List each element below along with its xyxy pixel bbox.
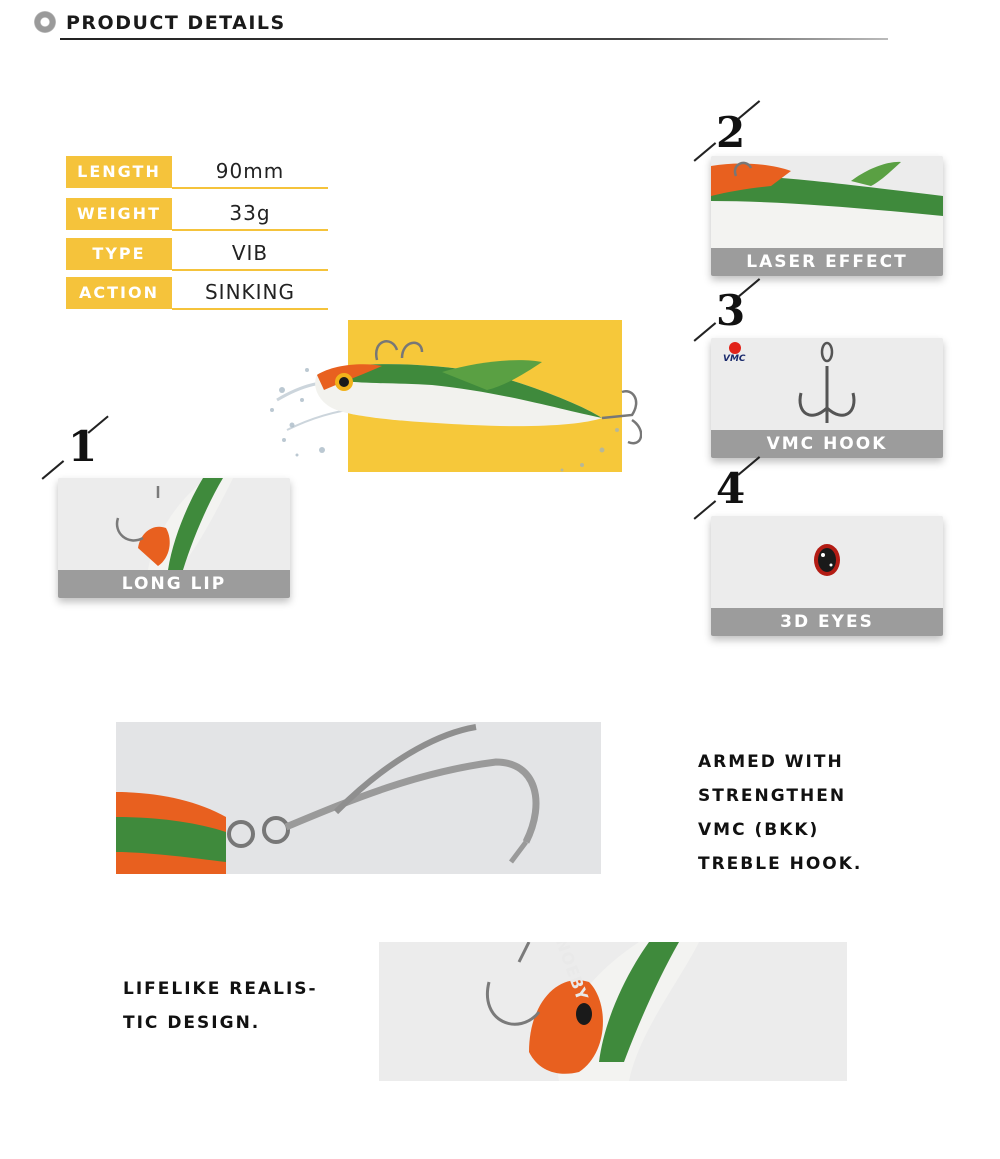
spec-row-type: TYPE VIB [66,238,328,272]
lure-head-drawing [379,942,847,1081]
callout-number-1: 1 [68,422,98,471]
caption-line: STRENGTHEN [698,786,847,806]
spec-value: VIB [231,241,269,265]
callout-slash [41,460,64,480]
spec-label: LENGTH [66,156,172,188]
vmc-hook-image [711,338,943,430]
lure-hero-image [270,340,642,472]
spec-underline [172,187,328,189]
lure-head-photo: NOEBY [379,942,847,1081]
spec-underline [172,308,328,310]
caption-line: LIFELIKE REALIS- [123,979,318,999]
caption-line: TIC DESIGN. [123,1013,261,1033]
callout-label: VMC HOOK [711,430,943,458]
spec-row-length: LENGTH 90mm [66,156,328,190]
spec-label: WEIGHT [66,198,172,230]
hook-closeup-photo [116,722,601,874]
caption-line: ARMED WITH [698,752,844,772]
spec-value: 33g [229,201,271,225]
spec-underline [172,269,328,271]
spec-label: TYPE [66,238,172,270]
header-divider [60,38,888,40]
callout-card-long-lip: LONG LIP [58,478,290,598]
vmc-logo: VMC [723,354,746,364]
spec-row-weight: WEIGHT 33g [66,198,328,232]
caption-line: TREBLE HOOK. [698,854,863,874]
spec-value: 90mm [215,159,285,183]
spec-underline [172,229,328,231]
spec-value: SINKING [204,280,296,304]
page-title: PRODUCT DETAILS [66,12,286,34]
long-lip-image [58,478,290,570]
header-bullet-icon [34,11,56,33]
feature-caption-design: LIFELIKE REALIS- TIC DESIGN. [123,972,318,1040]
3d-eye-image [711,516,943,608]
callout-label: 3D EYES [711,608,943,636]
callout-card-vmc-hook: VMC VMC HOOK [711,338,943,458]
feature-caption-hook: ARMED WITH STRENGTHEN VMC (BKK) TREBLE H… [698,745,862,881]
callout-card-laser-effect: LASER EFFECT [711,156,943,276]
callout-card-3d-eyes: 3D EYES [711,516,943,636]
callout-label: LASER EFFECT [711,248,943,276]
laser-effect-image [711,156,943,248]
callout-label: LONG LIP [58,570,290,598]
spec-row-action: ACTION SINKING [66,277,328,311]
spec-label: ACTION [66,277,172,309]
caption-line: VMC (BKK) [698,820,820,840]
